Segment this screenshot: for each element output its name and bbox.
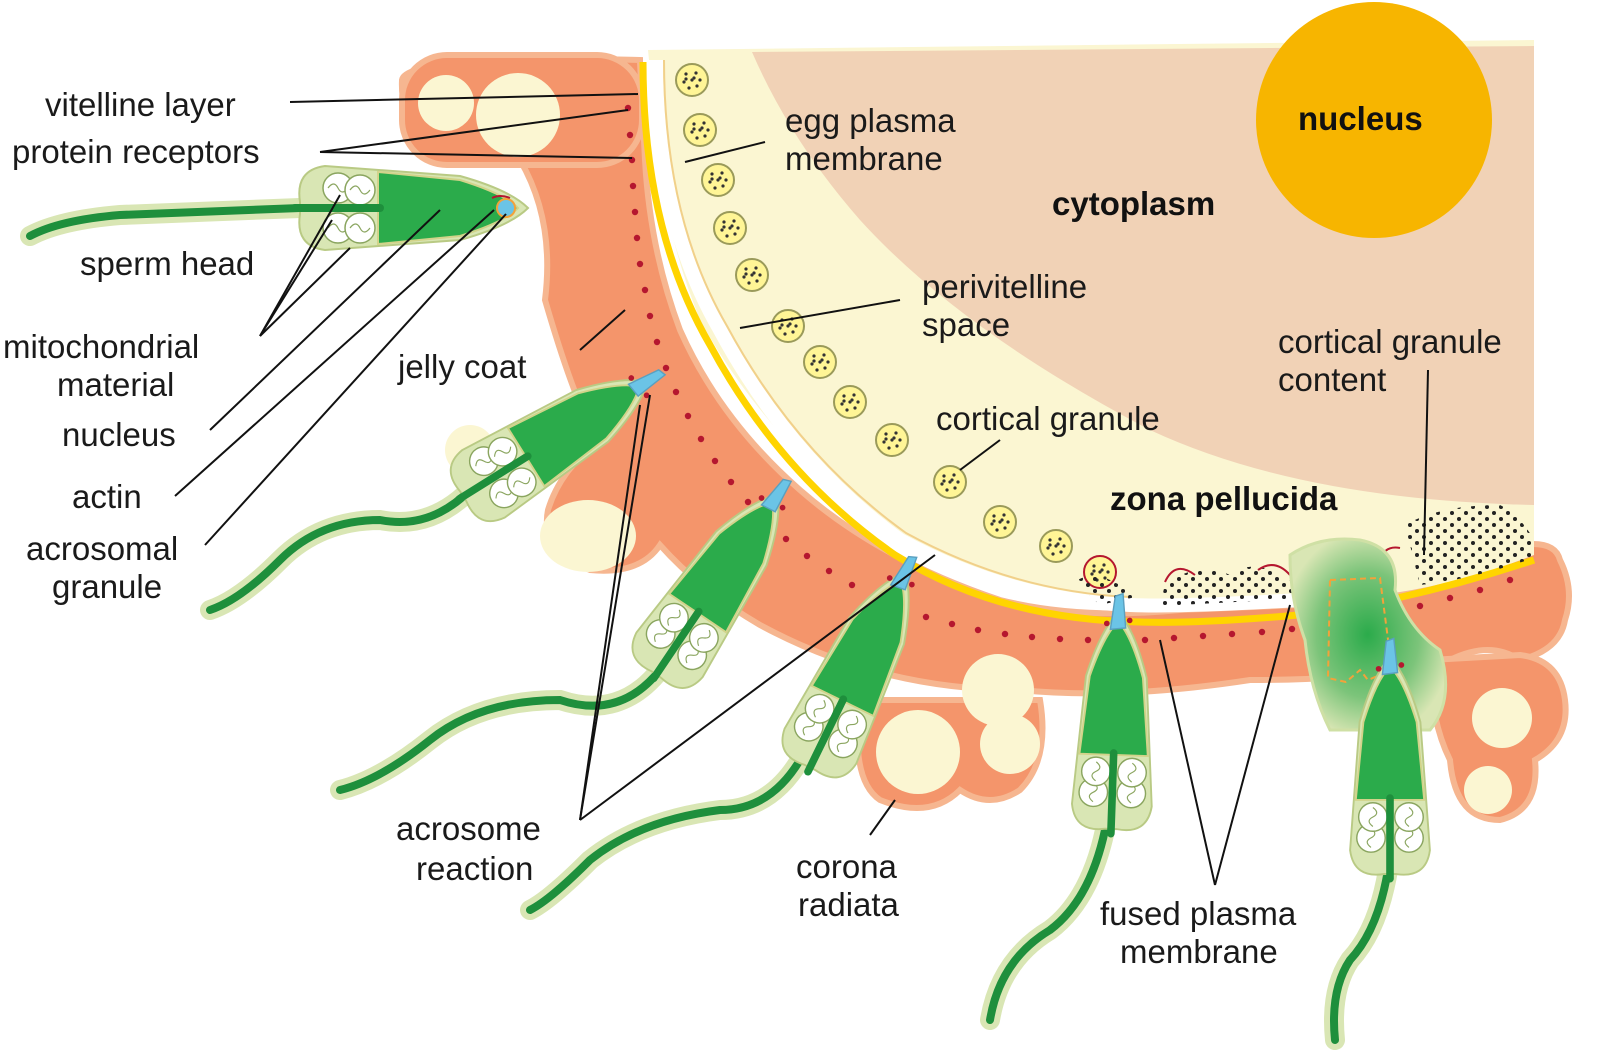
receptor-dot	[653, 338, 661, 346]
cortical-granule	[683, 113, 717, 147]
label-cortical-granule: cortical granule	[936, 400, 1160, 437]
receptor-dot	[744, 498, 752, 506]
cortical-granule	[1039, 529, 1073, 563]
label-sperm-nucleus: nucleus	[62, 416, 176, 453]
receptor-dot	[711, 457, 719, 465]
receptor-dot	[948, 620, 956, 628]
label-acrosomal-2: granule	[52, 568, 162, 605]
cortical-granule	[833, 385, 867, 419]
sperm	[520, 555, 918, 920]
sperm	[980, 592, 1153, 1030]
label-cortical-granule-content-1: cortical granule	[1278, 323, 1502, 360]
receptor-dot	[629, 182, 637, 190]
mitochondrial-material	[1356, 802, 1424, 853]
cortical-granule	[713, 211, 747, 245]
receptor-dot	[922, 613, 930, 621]
receptor-dot	[1446, 594, 1454, 602]
label-fused-plasma-membrane-1: fused plasma	[1100, 895, 1297, 932]
labels: vitelline layer protein receptors sperm …	[3, 86, 1502, 970]
receptor-dot	[825, 567, 833, 575]
receptor-dot	[1199, 632, 1207, 640]
leader-lines	[174, 93, 1429, 886]
mitochondrial-material	[793, 693, 868, 759]
receptor-dot	[1258, 628, 1266, 636]
cortical-granule	[983, 505, 1017, 539]
label-protein-receptors: protein receptors	[12, 133, 260, 170]
label-perivitelline-1: perivitelline	[922, 268, 1087, 305]
label-actin: actin	[72, 478, 142, 515]
receptor-dot	[1288, 625, 1296, 633]
sperm	[200, 369, 667, 620]
cortical-granule-content	[1075, 505, 1534, 606]
label-corona-radiata-2: radiata	[798, 886, 900, 923]
receptor-dot	[1476, 586, 1484, 594]
receptor-dot	[662, 364, 670, 372]
mitochondrial-material	[645, 602, 719, 671]
label-cortical-granule-content-2: content	[1278, 361, 1386, 398]
sperm	[20, 164, 530, 252]
receptor-dot	[641, 286, 649, 294]
receptor-dot	[1506, 576, 1514, 584]
receptor-dot	[1416, 602, 1424, 610]
mitochondrial-material	[1078, 756, 1147, 809]
receptor-dot	[782, 535, 790, 543]
label-acrosome-reaction-2: reaction	[416, 850, 533, 887]
receptor-dot	[848, 581, 856, 589]
label-egg-plasma-membrane-1: egg plasma	[785, 102, 956, 139]
sperm-cells	[20, 164, 1431, 1050]
label-cytoplasm: cytoplasm	[1052, 185, 1215, 222]
label-acrosome-reaction-1: acrosome	[396, 810, 541, 847]
label-sperm-head: sperm head	[80, 245, 254, 282]
sperm	[330, 478, 793, 800]
cortical-granule	[803, 345, 837, 379]
sperm	[1324, 637, 1431, 1050]
receptor-dot	[1028, 633, 1036, 641]
cortical-granule	[771, 309, 805, 343]
receptor-dot	[727, 478, 735, 486]
jelly-coat	[398, 52, 1572, 824]
label-perivitelline-2: space	[922, 306, 1010, 343]
cortical-granule	[701, 163, 735, 197]
receptor-dot	[672, 388, 680, 396]
receptor-dot	[1001, 630, 1009, 638]
receptor-dot	[626, 131, 634, 139]
mitochondrial-material	[322, 172, 376, 244]
receptor-dot	[1084, 636, 1092, 644]
receptor-dot	[636, 260, 644, 268]
egg-nucleus	[1256, 2, 1492, 238]
mitochondrial-material	[468, 436, 537, 509]
cortical-granule	[735, 258, 769, 292]
cortical-granule	[875, 423, 909, 457]
receptor-dot	[646, 312, 654, 320]
cortical-granules	[675, 63, 1117, 589]
label-mitochondrial-2: material	[57, 366, 174, 403]
receptor-dot	[974, 626, 982, 634]
label-zona-pellucida: zona pellucida	[1110, 480, 1338, 517]
receptor-dot	[1170, 634, 1178, 642]
cortical-granule	[933, 465, 967, 499]
perivitelline-space	[649, 59, 1301, 613]
label-jelly-coat: jelly coat	[397, 348, 526, 385]
receptor-dot	[1141, 636, 1149, 644]
egg	[624, 2, 1536, 732]
cortical-granule	[675, 63, 709, 97]
label-mitochondrial-1: mitochondrial	[3, 328, 199, 365]
label-egg-nucleus: nucleus	[1298, 100, 1423, 137]
receptor-dot	[1228, 630, 1236, 638]
label-vitelline-layer: vitelline layer	[45, 86, 236, 123]
label-egg-plasma-membrane-2: membrane	[785, 140, 943, 177]
label-fused-plasma-membrane-2: membrane	[1120, 933, 1278, 970]
receptor-dot	[803, 552, 811, 560]
receptor-dot	[633, 234, 641, 242]
label-corona-radiata-1: corona	[796, 848, 898, 885]
receptor-dot	[684, 412, 692, 420]
label-acrosomal-1: acrosomal	[26, 530, 178, 567]
receptor-dot	[1056, 635, 1064, 643]
receptor-dot	[697, 435, 705, 443]
receptor-dot	[631, 208, 639, 216]
